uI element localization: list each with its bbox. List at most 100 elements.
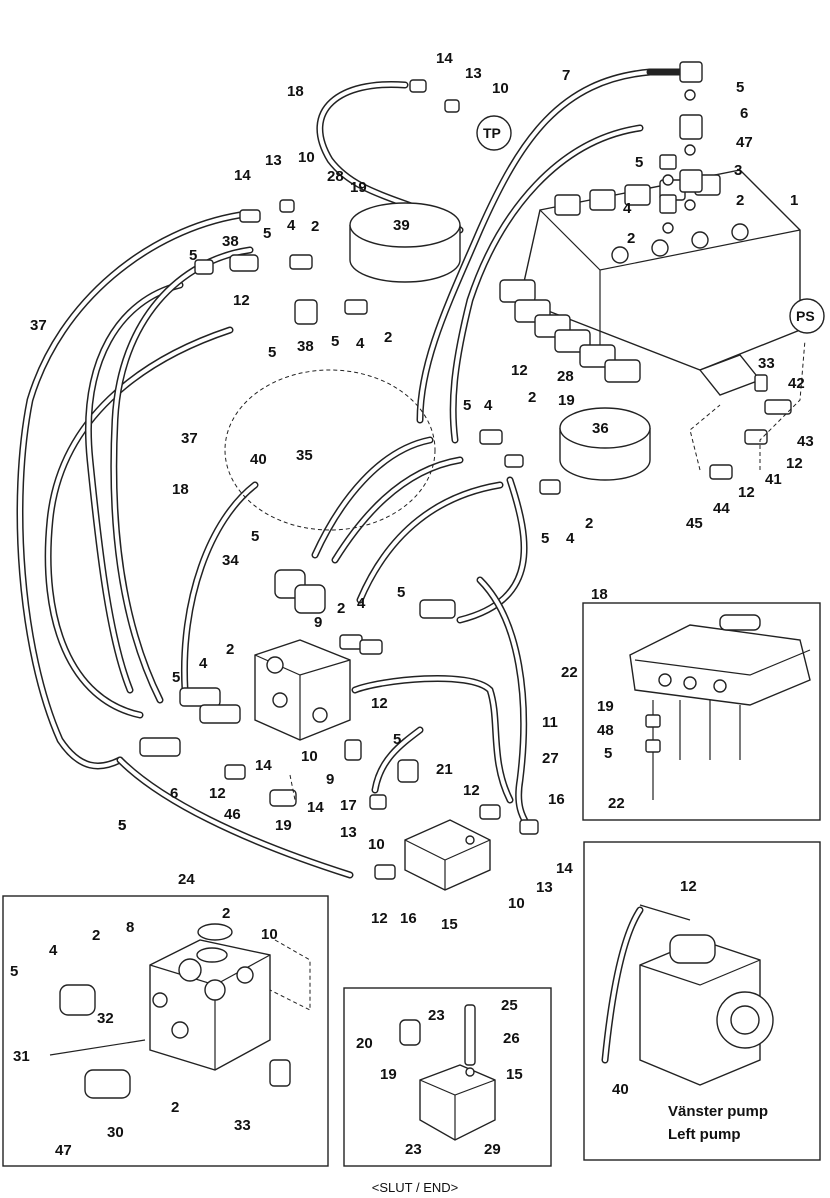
callout-38: 38: [297, 338, 314, 355]
callout-11: 11: [542, 714, 558, 731]
callout-37: 37: [30, 317, 47, 334]
callout-12: 12: [463, 782, 480, 799]
inset-middle-panel: 23 25 20 26 19 15 23 29: [343, 987, 552, 1167]
callout-22: 22: [608, 795, 625, 812]
dashed-swing-path: [224, 369, 436, 531]
callout-10: 10: [508, 895, 525, 912]
callout-2: 2: [222, 905, 230, 922]
callout-13: 13: [265, 152, 282, 169]
inset-pump-panel: 12 40 Vänster pump Left pump: [583, 841, 821, 1161]
callout-25: 25: [501, 997, 518, 1014]
callout-5: 5: [251, 528, 259, 545]
callout-12: 12: [738, 484, 755, 501]
callout-10: 10: [301, 748, 318, 765]
callout-10: 10: [492, 80, 509, 97]
callout-4: 4: [357, 595, 366, 612]
callout-19: 19: [597, 698, 614, 715]
callout-5: 5: [635, 154, 643, 171]
callout-15: 15: [506, 1066, 523, 1083]
callout-20: 20: [356, 1035, 373, 1052]
callout-12: 12: [371, 695, 388, 712]
callout-13: 13: [536, 879, 553, 896]
callout-10: 10: [261, 926, 278, 943]
callout-15: 15: [441, 916, 458, 933]
callout-4: 4: [566, 530, 575, 547]
motor-39-label: 39: [393, 217, 410, 234]
callout-28: 28: [327, 168, 344, 185]
callout-2: 2: [171, 1099, 179, 1116]
diagram-footer: <SLUT / END>: [371, 1180, 459, 1195]
callout-5: 5: [736, 79, 744, 96]
callout-9: 9: [326, 771, 334, 788]
callout-5: 5: [118, 817, 126, 834]
callout-12: 12: [511, 362, 528, 379]
callout-5: 5: [541, 530, 549, 547]
callout-14: 14: [436, 50, 453, 67]
callout-43: 43: [797, 433, 814, 450]
callout-14: 14: [234, 167, 251, 184]
callout-12: 12: [371, 910, 388, 927]
callout-4: 4: [199, 655, 208, 672]
callout-23: 23: [405, 1141, 422, 1158]
callout-14: 14: [556, 860, 573, 877]
callout-18: 18: [591, 586, 608, 603]
callout-4: 4: [356, 335, 365, 352]
callout-2: 2: [337, 600, 345, 617]
callout-12: 12: [786, 455, 803, 472]
callout-28: 28: [557, 368, 574, 385]
callout-4: 4: [484, 397, 493, 414]
callout-5: 5: [118, 817, 126, 834]
small-valve-block-15: [404, 819, 491, 891]
callout-33: 33: [234, 1117, 251, 1134]
hose-group: [16, 68, 654, 879]
callout-16: 16: [548, 791, 565, 808]
callout-5: 5: [268, 344, 276, 361]
callout-47: 47: [736, 134, 753, 151]
callout-18: 18: [172, 481, 189, 498]
callout-6: 6: [170, 785, 178, 802]
callout-2: 2: [585, 515, 593, 532]
tp-tag: TP: [476, 115, 512, 151]
callout-18: 18: [287, 83, 304, 100]
callout-5: 5: [397, 584, 405, 601]
callout-10: 10: [298, 149, 315, 166]
tp-tag-label: TP: [483, 125, 501, 141]
callout-14: 14: [255, 757, 272, 774]
callout-5: 5: [10, 963, 18, 980]
callout-42: 42: [788, 375, 805, 392]
callout-19: 19: [275, 817, 292, 834]
callout-2: 2: [528, 389, 536, 406]
callout-45: 45: [686, 515, 703, 532]
callout-17: 17: [340, 797, 357, 814]
callout-16: 16: [400, 910, 417, 927]
callout-5: 5: [331, 333, 339, 350]
callout-46: 46: [224, 806, 241, 823]
inset-right-panel: 19 48 5 22: [582, 602, 821, 821]
fittings-left-cluster: [194, 79, 806, 880]
callout-24: 24: [178, 871, 195, 888]
motor-36: 36: [559, 407, 651, 481]
callout-5: 5: [263, 225, 271, 242]
callout-5: 5: [393, 731, 401, 748]
pump-caption-swedish: Vänster pump: [668, 1103, 768, 1120]
callout-27: 27: [542, 750, 559, 767]
callout-48: 48: [597, 722, 614, 739]
callout-2: 2: [736, 192, 744, 209]
main-manifold-block: [139, 569, 456, 757]
callout-13: 13: [465, 65, 482, 82]
callout-14: 14: [307, 799, 324, 816]
callout-13: 13: [340, 824, 357, 841]
callout-29: 29: [484, 1141, 501, 1158]
motor-39: 39: [349, 202, 461, 283]
callout-19: 19: [380, 1066, 397, 1083]
callout-21: 21: [436, 761, 453, 778]
callout-26: 26: [503, 1030, 520, 1047]
callout-23: 23: [428, 1007, 445, 1024]
callout-9: 9: [314, 614, 322, 631]
callout-2: 2: [627, 230, 635, 247]
callout-31: 31: [13, 1048, 30, 1065]
callout-22: 22: [561, 664, 578, 681]
callout-4: 4: [49, 942, 58, 959]
callout-1: 1: [790, 192, 798, 209]
